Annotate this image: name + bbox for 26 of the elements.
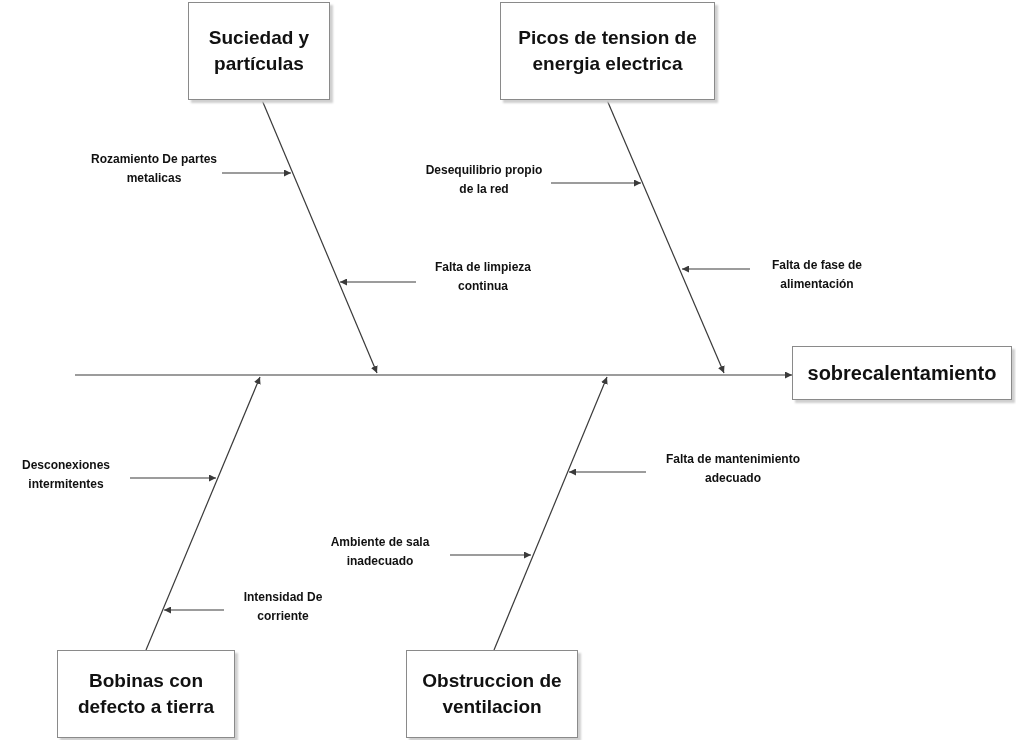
- arrow: [606, 99, 725, 374]
- cause-label: Desconexiones intermitentes: [4, 456, 128, 494]
- cause-label: Desequilibrio propio de la red: [420, 161, 548, 199]
- category-box: Suciedad y partículas: [188, 2, 330, 100]
- category-box: Bobinas con defecto a tierra: [57, 650, 235, 738]
- cause-label: Falta de mantenimiento adecuado: [648, 450, 818, 488]
- arrow: [129, 474, 217, 482]
- arrow: [145, 376, 261, 651]
- category-box: Obstruccion de ventilacion: [406, 650, 578, 738]
- arrow: [493, 376, 608, 651]
- cause-label: Rozamiento De partes metalicas: [88, 150, 220, 188]
- cause-label: Falta de fase de alimentación: [752, 256, 882, 294]
- arrow: [550, 179, 642, 187]
- arrow: [74, 371, 793, 379]
- effect-box: sobrecalentamiento: [792, 346, 1012, 400]
- cause-label: Ambiente de sala inadecuado: [312, 533, 448, 571]
- arrow: [449, 551, 532, 559]
- arrow: [261, 99, 378, 374]
- cause-label: Falta de limpieza continua: [418, 258, 548, 296]
- category-box: Picos de tension de energia electrica: [500, 2, 715, 100]
- arrow: [163, 606, 225, 614]
- arrow: [681, 265, 751, 273]
- arrow: [221, 169, 292, 177]
- cause-label: Intensidad De corriente: [226, 588, 340, 626]
- arrow: [568, 468, 647, 476]
- arrow: [339, 278, 417, 286]
